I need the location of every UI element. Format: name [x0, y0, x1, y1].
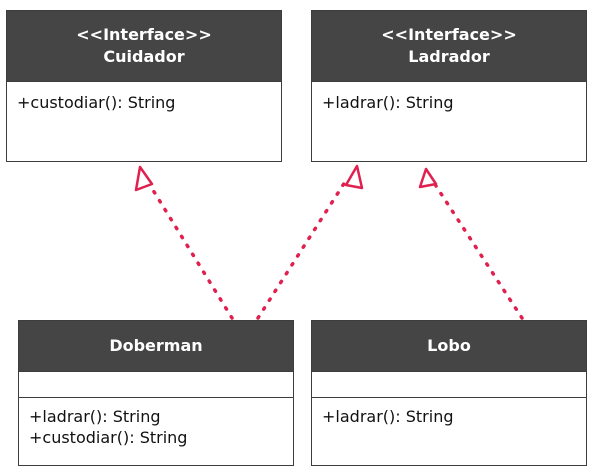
class-cuidador-stereotype: <<Interface>>	[76, 25, 212, 44]
class-ladrador-name: Ladrador	[408, 47, 490, 66]
arrow-doberman-to-cuidador	[134, 165, 234, 320]
arrow-doberman-to-ladrador-head	[344, 164, 364, 190]
class-ladrador-stereotype: <<Interface>>	[381, 25, 517, 44]
arrow-doberman-to-cuidador-head	[134, 165, 154, 192]
class-lobo-methods: +ladrar(): String	[312, 397, 586, 465]
class-cuidador[interactable]: <<Interface>> Cuidador +custodiar(): Str…	[6, 10, 282, 162]
class-doberman-methods: +ladrar(): String +custodiar(): String	[19, 397, 293, 465]
class-lobo[interactable]: Lobo +ladrar(): String	[311, 320, 587, 466]
method-ladrar: +ladrar(): String	[322, 407, 454, 426]
class-cuidador-name: Cuidador	[103, 47, 185, 66]
arrow-lobo-to-ladrador-head	[418, 167, 438, 189]
class-cuidador-header: <<Interface>> Cuidador	[7, 11, 281, 81]
arrow-lobo-to-ladrador-line	[434, 184, 524, 320]
arrow-doberman-to-ladrador-line	[256, 180, 347, 320]
class-lobo-attributes	[312, 371, 586, 397]
class-ladrador[interactable]: <<Interface>> Ladrador +ladrar(): String	[311, 10, 587, 162]
method-ladrar: +ladrar(): String	[29, 407, 161, 426]
arrow-doberman-to-cuidador-line	[146, 180, 234, 320]
class-doberman-header: Doberman	[19, 321, 293, 371]
method-custodiar: +custodiar(): String	[29, 428, 188, 447]
method-ladrar: +ladrar(): String	[322, 93, 454, 112]
arrow-lobo-to-ladrador	[418, 167, 524, 320]
class-doberman[interactable]: Doberman +ladrar(): String +custodiar():…	[18, 320, 294, 466]
class-doberman-name: Doberman	[109, 336, 203, 355]
class-cuidador-methods: +custodiar(): String	[7, 81, 281, 161]
arrow-doberman-to-ladrador	[256, 164, 364, 320]
class-doberman-attributes	[19, 371, 293, 397]
class-ladrador-header: <<Interface>> Ladrador	[312, 11, 586, 81]
class-lobo-name: Lobo	[427, 336, 471, 355]
class-lobo-header: Lobo	[312, 321, 586, 371]
method-custodiar: +custodiar(): String	[17, 93, 176, 112]
class-ladrador-methods: +ladrar(): String	[312, 81, 586, 161]
